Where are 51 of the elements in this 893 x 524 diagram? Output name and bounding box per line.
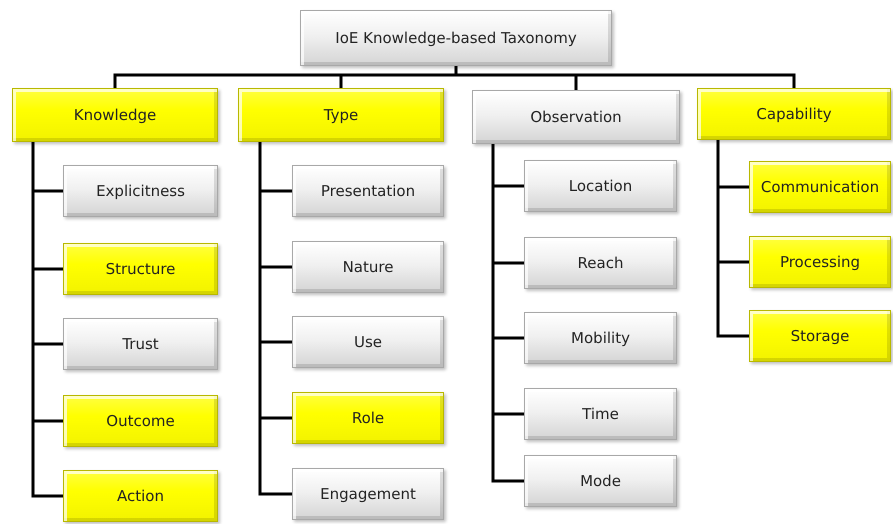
box-label: Type	[324, 106, 358, 124]
connector-line	[258, 142, 292, 496]
box-label: Outcome	[106, 412, 175, 430]
box-label: Mobility	[571, 329, 630, 347]
box-label: Use	[354, 333, 382, 351]
category-box	[292, 468, 444, 520]
category-box	[63, 395, 218, 447]
category-box	[524, 237, 677, 289]
category-box	[749, 236, 891, 288]
category-box	[63, 243, 218, 295]
box-label: Explicitness	[96, 182, 185, 200]
category-box	[63, 318, 218, 370]
box-label: Knowledge	[74, 106, 156, 124]
category-box	[63, 470, 218, 522]
category-box	[292, 392, 444, 444]
category-box	[292, 316, 444, 368]
box-label: Action	[117, 487, 164, 505]
box-label: Structure	[106, 260, 176, 278]
category-box	[524, 312, 677, 364]
category-box	[749, 310, 891, 362]
category-box	[472, 90, 680, 144]
box-label: Trust	[122, 335, 159, 353]
category-box	[12, 88, 218, 142]
connector-line	[492, 144, 524, 482]
box-label: Nature	[342, 258, 394, 276]
box-label: Mode	[580, 472, 621, 490]
category-box	[524, 388, 677, 440]
box-label: Time	[582, 405, 619, 423]
box-label: Communication	[760, 178, 880, 196]
category-box	[63, 165, 218, 217]
connector-line	[32, 142, 63, 498]
category-box	[292, 241, 444, 293]
category-box	[749, 161, 891, 213]
box-label: Engagement	[320, 485, 416, 503]
connector-line	[716, 140, 749, 338]
connector-line	[454, 66, 796, 88]
box-label: Role	[352, 409, 384, 427]
category-box	[697, 88, 891, 140]
box-label: IoE Knowledge-based Taxonomy	[335, 29, 577, 47]
box-label: Reach	[578, 254, 624, 272]
box-label: Processing	[780, 253, 860, 271]
category-box	[524, 455, 677, 507]
box-label: Presentation	[320, 182, 416, 200]
box-label: Storage	[790, 327, 850, 345]
box-label: Location	[568, 177, 632, 195]
category-box	[292, 165, 444, 217]
box-label: Observation	[530, 108, 622, 126]
category-box	[524, 160, 677, 212]
box-label: Capability	[756, 105, 832, 123]
root-box	[300, 10, 612, 66]
category-box	[238, 88, 444, 142]
